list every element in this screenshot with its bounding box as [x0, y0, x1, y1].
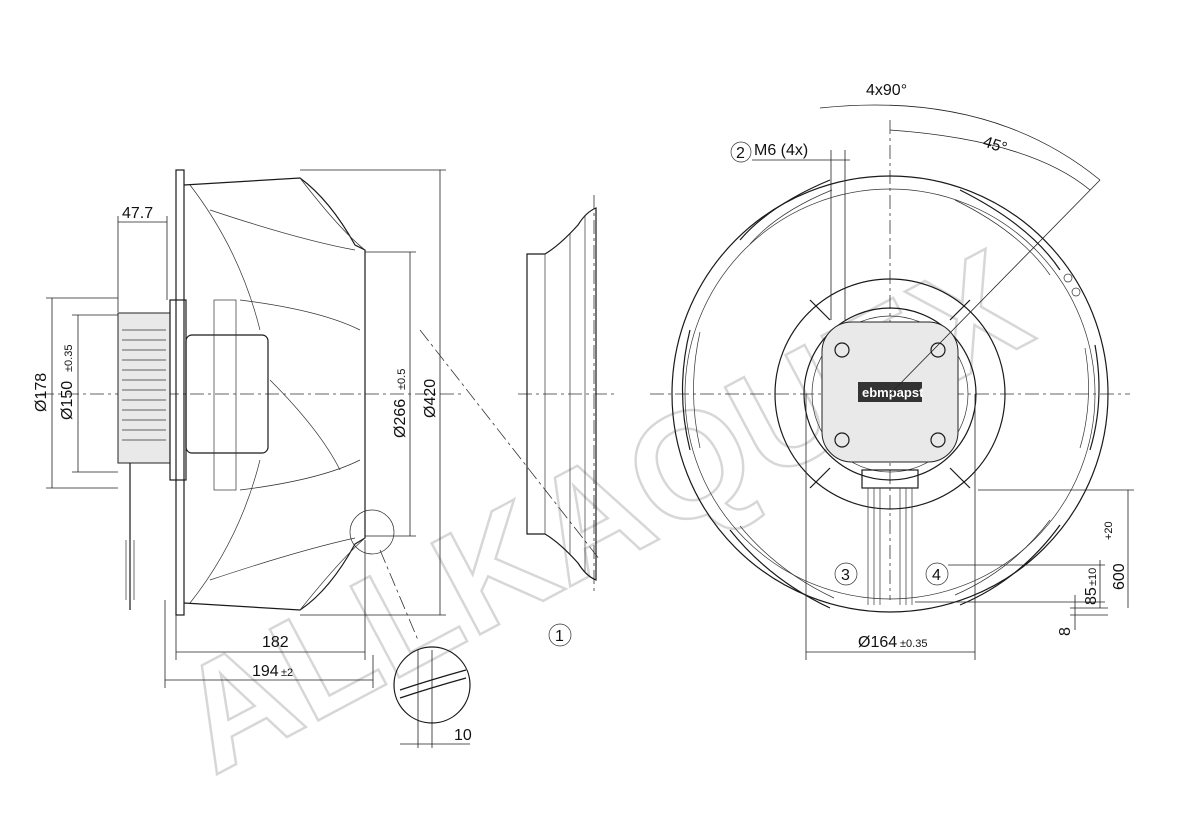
callout-3-label: 3 [841, 567, 850, 584]
callout-4-circle [925, 562, 949, 586]
blade-slots [681, 179, 1100, 609]
inlet-ring-view: 1 [419, 195, 615, 647]
inlet-ring-profile [526, 207, 597, 581]
screw-hole-br [930, 432, 946, 448]
dim-85-label: 85 [1083, 587, 1100, 605]
detail-leader [379, 549, 419, 641]
inlet-opening [774, 278, 1006, 510]
dim-d420: Ø420 [300, 169, 446, 616]
angle-arc-90 [819, 104, 1101, 181]
shroud-inner-top [299, 177, 366, 251]
dim-600-label: 600 [1111, 563, 1128, 590]
dim-194-label: 194 [252, 663, 279, 680]
dim-d164: Ø164 ±0.35 [805, 394, 976, 660]
blade-2 [209, 209, 356, 251]
dim-d266-label: Ø266 [392, 399, 409, 438]
callout-2-label: 2 [736, 145, 745, 162]
dim-10-label: 10 [454, 727, 472, 744]
dim-d178: Ø178 [33, 297, 118, 489]
dim-85-tol: ±10 [1087, 568, 1099, 586]
cable-glands [861, 469, 919, 489]
dim-lead-85: 85 ±10 [915, 560, 1105, 608]
ring-diag [419, 329, 601, 561]
impeller-outer-ring-inner [684, 188, 1096, 600]
angle-45-label: 45° [981, 134, 1009, 158]
dim-d164-label: Ø164 [858, 634, 897, 651]
watermark: ALLKAQUEX [149, 216, 1054, 805]
dim-d178-label: Ø178 [33, 373, 50, 412]
brand-plate [858, 382, 922, 402]
dim-d266-tol: ±0.5 [396, 369, 408, 390]
dim-8-label: 8 [1057, 627, 1074, 636]
side-screw-1 [1063, 273, 1073, 283]
motor-face-inner [811, 315, 969, 473]
side-view: 47.7 Ø178 Ø150 ±0.35 Ø266 ±0.5 Ø420 [33, 169, 472, 748]
detail-edge [399, 669, 467, 699]
blade-4 [269, 379, 341, 471]
dim-182-label: 182 [262, 634, 289, 651]
dim-d150-tol: ±0.35 [63, 345, 75, 372]
shroud-inner-bottom [299, 537, 366, 611]
lead-wires [125, 540, 135, 600]
dim-d420-label: Ø420 [422, 379, 439, 418]
dim-194-tol: ±2 [281, 667, 293, 679]
blade-1 [189, 184, 261, 331]
dim-d164-tol: ±0.35 [900, 638, 927, 650]
callout-3-circle [834, 562, 858, 586]
impeller-shroud [183, 177, 366, 611]
dim-194: 194 ±2 [164, 600, 374, 688]
lead-wires-front [867, 488, 913, 605]
dim-d150: Ø150 ±0.35 [59, 314, 118, 473]
dim-47-7: 47.7 [117, 205, 168, 312]
angle-arc-45 [889, 129, 1091, 191]
callout-1-label: 1 [555, 628, 564, 645]
side-screw-2 [1071, 287, 1081, 297]
front-view: ebmpapst 4x90° 45° 2 M6 (4x) [650, 82, 1134, 660]
screw-hole-tl [834, 342, 850, 358]
blade-7 [239, 459, 361, 491]
blade-3 [239, 299, 361, 331]
support-ribs [809, 299, 971, 489]
brand-label: ebmpapst [862, 385, 924, 400]
watermark-text: ALLKAQUEX [150, 218, 1053, 805]
hub-ring [213, 299, 237, 491]
motor-face [803, 307, 977, 481]
dim-lead-600: 600 +20 [978, 489, 1134, 608]
dim-d266: Ø266 ±0.5 [365, 251, 416, 537]
callout-1-circle [548, 623, 572, 647]
dim-d150-label: Ø150 [59, 381, 76, 420]
dim-lead-8: 8 [1057, 595, 1108, 636]
angle-4x90-label: 4x90° [866, 82, 907, 99]
motor-rotor [117, 312, 171, 464]
impeller-outer-ring [671, 175, 1109, 613]
screw-hole-tr [930, 342, 946, 358]
detail-marker [349, 509, 395, 555]
blade-5 [189, 459, 261, 604]
angle-45-ray [889, 179, 1101, 395]
dim-47-7-label: 47.7 [122, 205, 153, 222]
dim-10: 10 [400, 650, 472, 748]
motor-fins [122, 329, 166, 441]
dim-600-tol: +20 [1103, 521, 1115, 540]
dim-182: 182 [175, 540, 366, 660]
blade-6 [209, 537, 356, 581]
callout-4-label: 4 [932, 567, 941, 584]
callout-2-circle [730, 141, 752, 163]
screw-hole-bl [834, 432, 850, 448]
screw-label: M6 (4x) [754, 142, 808, 159]
impeller-hub [185, 334, 269, 454]
impeller-backplate [175, 169, 185, 616]
